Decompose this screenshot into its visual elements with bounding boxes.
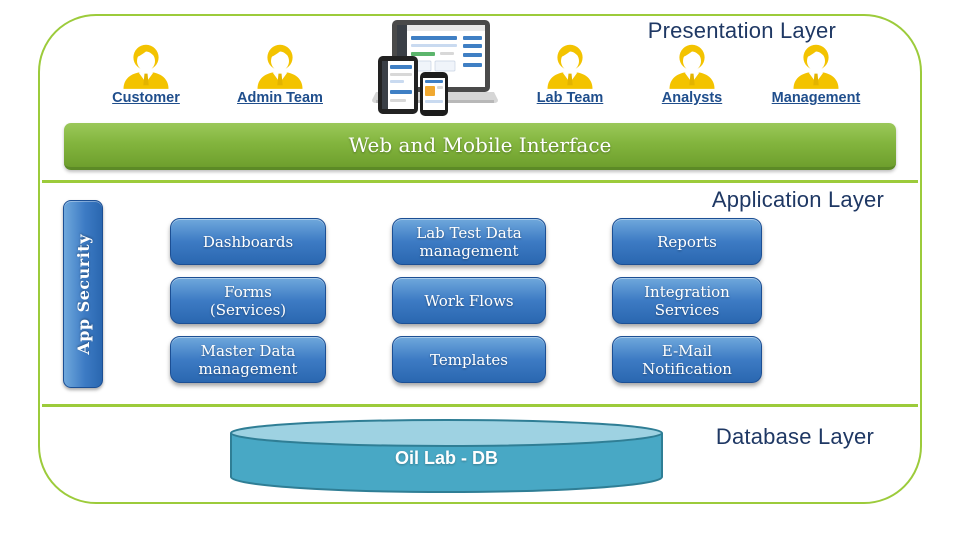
application-layer-title: Application Layer [711, 187, 884, 212]
presentation-layer-title: Presentation Layer [647, 18, 836, 43]
module-work-flows: Work Flows [392, 277, 546, 324]
database-cylinder-shape [230, 419, 663, 493]
person-icon [515, 42, 625, 89]
devices-illustration [370, 20, 498, 118]
user-group-analysts: Analysts [637, 42, 747, 107]
module-reports: Reports [612, 218, 762, 265]
user-group-management: Management [761, 42, 871, 107]
database-name-label: Oil Lab - DB [395, 448, 498, 468]
person-icon [225, 42, 335, 89]
module-master-data-management: Master Data management [170, 336, 326, 383]
presentation-application-divider [42, 180, 918, 183]
person-icon [637, 42, 747, 89]
user-label-admin-team: Admin Team [237, 90, 323, 106]
person-icon [761, 42, 871, 89]
user-group-admin-team: Admin Team [225, 42, 335, 107]
user-group-lab-team: Lab Team [515, 42, 625, 107]
application-database-divider [42, 404, 918, 407]
user-label-customer: Customer [112, 90, 180, 106]
user-label-lab-team: Lab Team [536, 90, 604, 106]
module-integration-services: Integration Services [612, 277, 762, 324]
app-security-label: App Security [73, 233, 93, 355]
diagram-frame: Presentation Layer Customer [38, 14, 922, 504]
web-mobile-interface-bar: Web and Mobile Interface [64, 123, 896, 170]
database-layer-title: Database Layer [715, 424, 874, 449]
module-dashboards: Dashboards [170, 218, 326, 265]
module-templates: Templates [392, 336, 546, 383]
module-email-notification: E-Mail Notification [612, 336, 762, 383]
app-security-bar: App Security [63, 200, 103, 388]
module-forms-services: Forms (Services) [170, 277, 326, 324]
module-lab-test-data-management: Lab Test Data management [392, 218, 546, 265]
user-group-customer: Customer [91, 42, 201, 107]
person-icon [91, 42, 201, 89]
web-mobile-interface-label: Web and Mobile Interface [348, 133, 612, 157]
application-modules-grid: Dashboards Lab Test Data management Repo… [170, 218, 762, 383]
database-cylinder: Oil Lab - DB [228, 418, 665, 498]
user-label-analysts: Analysts [661, 90, 723, 106]
user-label-management: Management [771, 90, 861, 106]
